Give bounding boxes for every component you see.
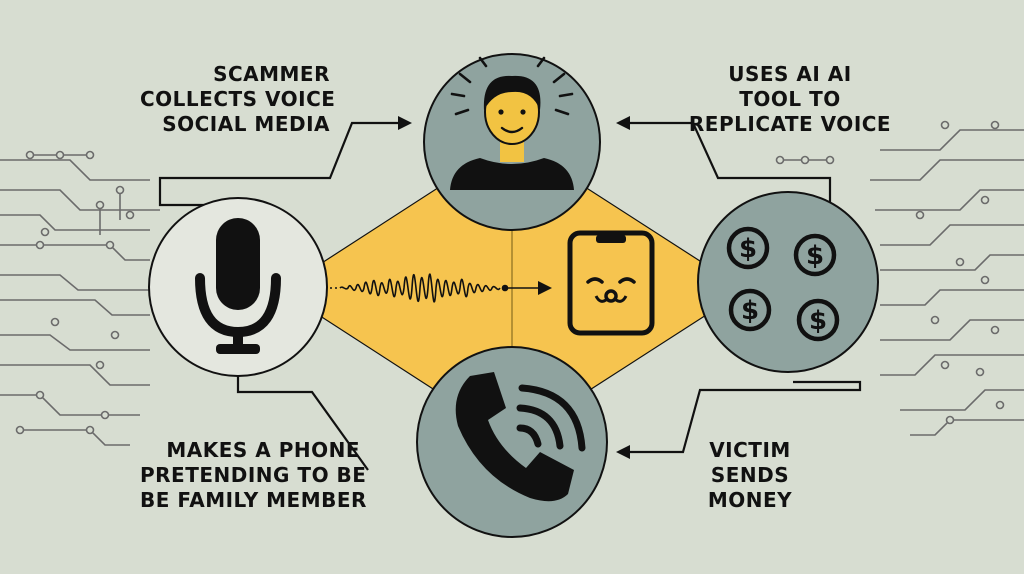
step-collect-line-2: COLLECTS VOICE <box>140 87 336 111</box>
step-replicate-line-1: USES AI AI <box>728 62 852 86</box>
svg-text:$: $ <box>741 296 759 326</box>
step-call-line-2: PRETENDING TO BE <box>140 463 367 487</box>
dollar-coin-icon: $ $ $ $ <box>726 226 840 342</box>
step-replicate-line-3: REPLICATE VOICE <box>688 112 892 136</box>
step-send-line-1: VICTIM <box>709 438 791 462</box>
microphone-icon <box>195 218 281 354</box>
step-send-line-2: SENDS <box>710 463 790 487</box>
circuit-traces-left <box>0 154 160 446</box>
step-send-line-3: MONEY <box>707 488 793 512</box>
smartphone-face-icon <box>567 230 655 336</box>
circuit-nodes-right <box>775 120 1005 425</box>
step-call-line-3: BE FAMILY MEMBER <box>140 488 367 512</box>
circuit-traces-right <box>780 129 1024 436</box>
money-node: $ $ $ $ <box>697 191 879 373</box>
circuit-nodes-left <box>15 150 135 435</box>
arrowheads <box>398 116 630 459</box>
step-replicate-label: USES AI AI TOOL TO REPLICATE VOICE <box>670 62 910 137</box>
step-collect-label: SCAMMER COLLECTS VOICE SOCIAL MEDIA <box>140 62 336 137</box>
svg-text:$: $ <box>806 241 824 271</box>
soundwave-arrowhead <box>538 281 552 295</box>
step-collect-line-3: SOCIAL MEDIA <box>162 112 330 136</box>
step-send-label: VICTIM SENDS MONEY <box>690 438 810 513</box>
step-call-label: MAKES A PHONE PRETENDING TO BE BE FAMILY… <box>140 438 367 513</box>
phone-node <box>416 346 608 538</box>
svg-text:$: $ <box>809 306 827 336</box>
microphone-node <box>148 197 328 377</box>
step-replicate-line-2: TOOL TO <box>739 87 841 111</box>
person-node <box>423 53 601 231</box>
step-collect-line-1: SCAMMER <box>213 62 330 86</box>
soundwave-icon <box>330 273 540 303</box>
svg-text:$: $ <box>739 234 757 264</box>
person-icon <box>450 56 574 190</box>
step-call-line-1: MAKES A PHONE <box>166 438 360 462</box>
phone-handset-icon <box>455 372 586 502</box>
